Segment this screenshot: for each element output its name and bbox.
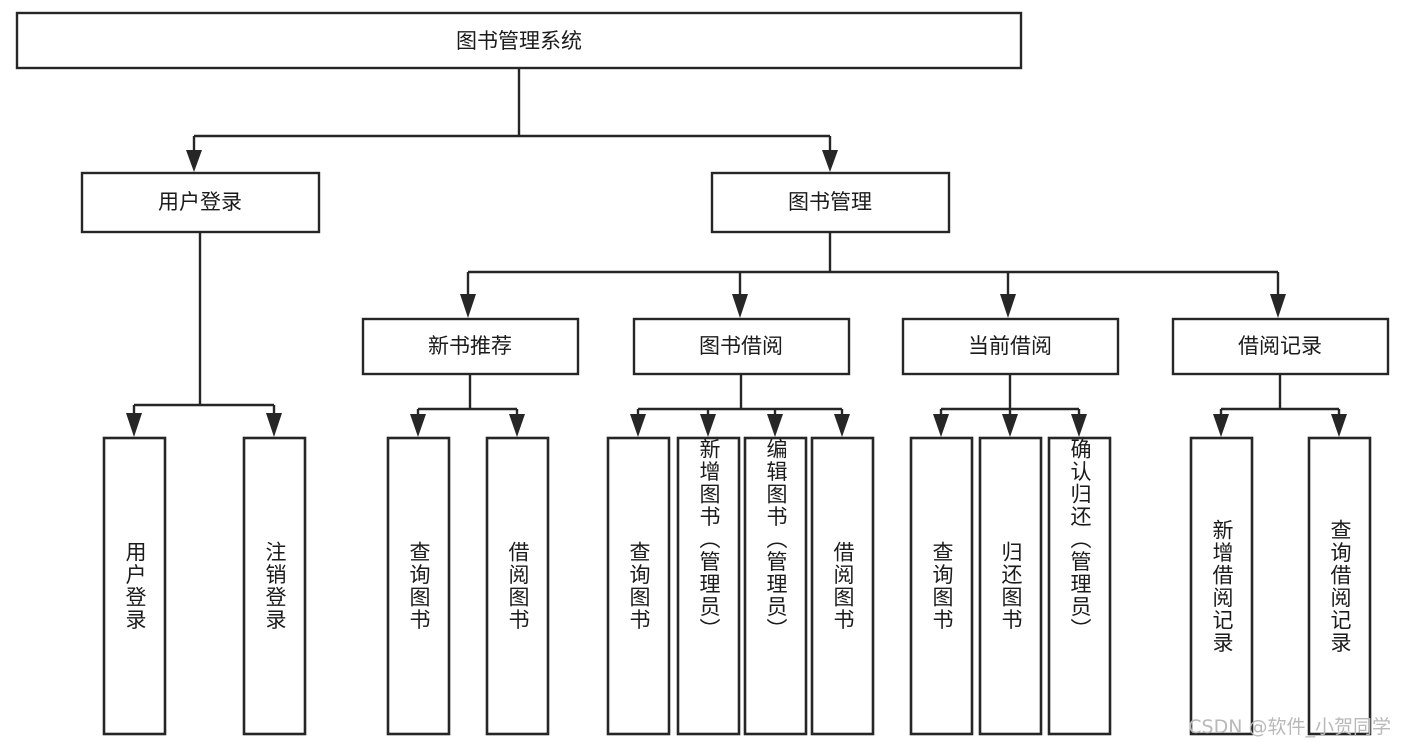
- leaf-box-current-return[interactable]: [978, 436, 1043, 736]
- connector-book-mgmt-to-level3: [460, 232, 1286, 318]
- node-current-borrow[interactable]: 当前借阅: [901, 317, 1120, 376]
- leaf-box-newbook-borrow[interactable]: [485, 436, 550, 736]
- leaf-box-borrow-edit[interactable]: [743, 436, 808, 736]
- connector-root-to-level2: [186, 68, 838, 172]
- leaf-box-current-confirm[interactable]: [1047, 436, 1112, 736]
- connector-book-borrow-to-leaves: [630, 374, 850, 437]
- leaf-box-user-login-logout[interactable]: [242, 436, 307, 736]
- node-borrow-record[interactable]: 借阅记录: [1171, 317, 1390, 376]
- node-book-management-label: 图书管理: [788, 190, 872, 214]
- leaf-box-borrow-query[interactable]: [606, 436, 671, 736]
- leaf-box-user-login-login[interactable]: [102, 436, 167, 736]
- node-borrow-record-label: 借阅记录: [1238, 334, 1322, 358]
- connector-new-book-to-leaves: [410, 374, 525, 437]
- node-user-login-label: 用户登录: [158, 190, 242, 214]
- leaf-box-current-query[interactable]: [909, 436, 974, 736]
- connector-borrow-record-to-leaves: [1213, 374, 1347, 437]
- leaf-box-record-query[interactable]: [1307, 436, 1372, 736]
- leaf-box-borrow-lend[interactable]: [810, 436, 875, 736]
- node-book-borrow[interactable]: 图书借阅: [632, 317, 851, 376]
- leaf-box-newbook-query[interactable]: [386, 436, 451, 736]
- node-new-book-recommend[interactable]: 新书推荐: [361, 317, 580, 376]
- node-new-book-recommend-label: 新书推荐: [428, 334, 512, 358]
- leaf-box-borrow-add[interactable]: [676, 436, 741, 736]
- node-user-login[interactable]: 用户登录: [80, 171, 321, 234]
- node-root-system-label: 图书管理系统: [456, 29, 582, 53]
- node-current-borrow-label: 当前借阅: [968, 334, 1052, 358]
- connector-user-login-to-leaves: [126, 232, 282, 437]
- node-root-system[interactable]: 图书管理系统: [15, 11, 1023, 70]
- node-book-borrow-label: 图书借阅: [699, 334, 783, 358]
- leaf-box-record-add[interactable]: [1189, 436, 1254, 736]
- connector-current-borrow-to-leaves: [933, 374, 1087, 437]
- node-book-management[interactable]: 图书管理: [710, 171, 951, 234]
